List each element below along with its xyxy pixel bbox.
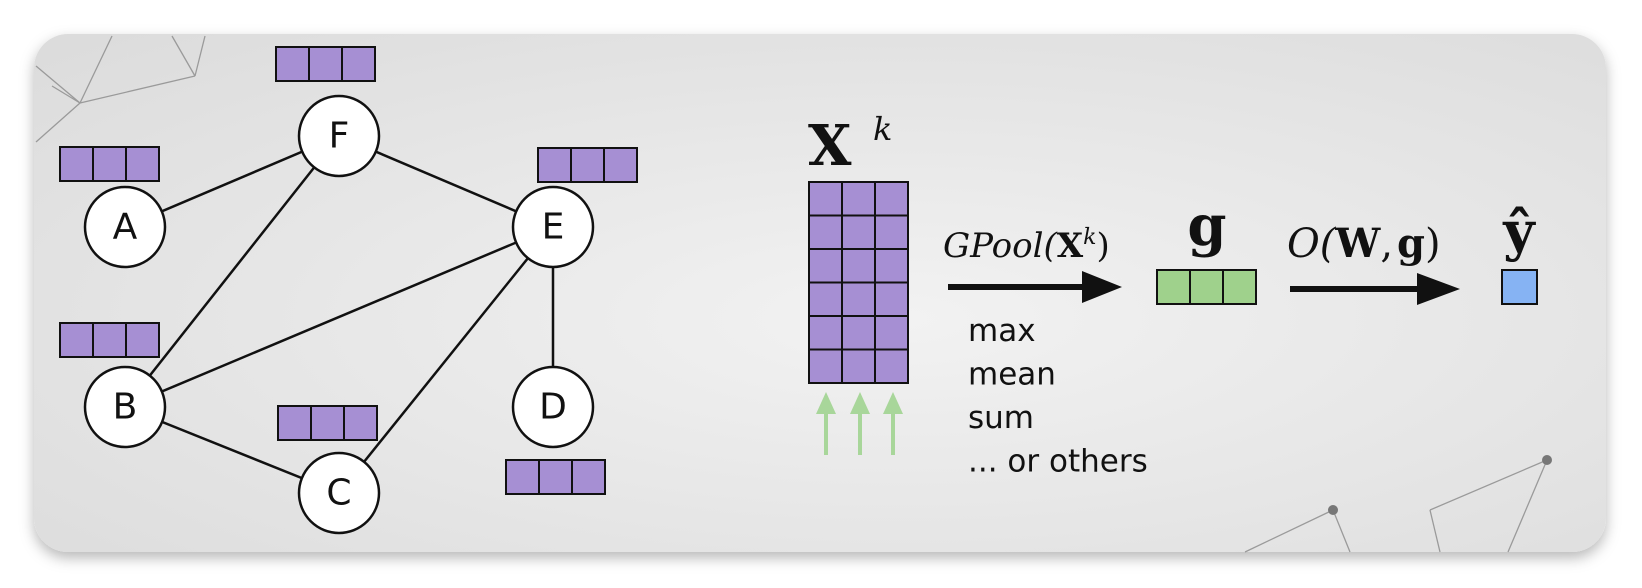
matrix-cell — [841, 315, 876, 351]
matrix-cell — [841, 248, 876, 284]
matrix-cell — [841, 181, 876, 217]
matrix-cell — [874, 348, 909, 384]
aggregation-item: mean — [968, 357, 1056, 393]
aggregation-item: ... or others — [968, 444, 1148, 480]
feature-cell-b — [125, 322, 160, 358]
matrix-cell — [808, 348, 843, 384]
prediction-cell — [1501, 269, 1538, 305]
pool-arrow-head — [1082, 271, 1122, 303]
aggregation-item: max — [968, 313, 1036, 349]
pooling-step: GPool(Xk) max mean sum ... or others — [943, 225, 1148, 480]
feature-cell-d — [538, 459, 573, 495]
matrix-cell — [841, 348, 876, 384]
node-label-a: A — [113, 207, 138, 248]
matrix-cell — [874, 248, 909, 284]
upward-arrows — [816, 392, 903, 455]
feature-cell-a — [92, 146, 127, 182]
node-label-f: F — [329, 116, 350, 157]
node-b — [83, 365, 167, 449]
aggregation-options: max mean sum ... or others — [968, 313, 1148, 480]
readout-label: O(W,g) — [1287, 220, 1441, 267]
matrix-cell — [874, 181, 909, 217]
feature-cell-c — [310, 405, 345, 441]
edge-b-e — [124, 225, 554, 409]
feature-cell-e — [603, 147, 638, 183]
node-label-d: D — [539, 387, 567, 428]
up-arrow-head — [816, 392, 836, 414]
embedding-cell — [1189, 269, 1224, 305]
node-label-e: E — [542, 207, 565, 248]
pool-label: GPool(Xk) — [943, 225, 1110, 266]
matrix-cell — [841, 281, 876, 317]
feature-cell-a — [125, 146, 160, 182]
up-arrow-head — [883, 392, 903, 414]
graph-embedding: g — [1156, 193, 1257, 305]
prediction: ŷ — [1501, 199, 1538, 305]
feature-cell-e — [570, 147, 605, 183]
feature-cell-e — [537, 147, 572, 183]
feature-cell-f — [341, 46, 376, 82]
embedding-label: g — [1187, 193, 1226, 259]
decoration-lines-top-left — [35, 35, 206, 143]
graph-nodes: A B C D E F — [83, 94, 595, 535]
feature-cell-c — [277, 405, 312, 441]
node-label-b: B — [113, 387, 138, 428]
matrix-cell — [841, 214, 876, 250]
node-c — [297, 451, 381, 535]
embedding-cell — [1222, 269, 1257, 305]
feature-cell-c — [343, 405, 378, 441]
node-feature-vectors — [59, 46, 638, 495]
node-e — [511, 185, 595, 269]
feature-cell-f — [308, 46, 343, 82]
feature-matrix: X k — [808, 110, 909, 384]
edge-c-e — [338, 226, 554, 494]
matrix-cell — [808, 214, 843, 250]
matrix-cell — [808, 315, 843, 351]
feature-cell-b — [59, 322, 94, 358]
matrix-cell — [874, 214, 909, 250]
matrix-cell — [874, 315, 909, 351]
feature-cell-b — [92, 322, 127, 358]
decoration-lines-bottom-right — [1244, 455, 1552, 553]
embedding-cell — [1156, 269, 1191, 305]
matrix-label: X — [808, 113, 852, 179]
node-f — [297, 94, 381, 178]
readout-arrow-head — [1417, 273, 1460, 305]
edge-f-b — [124, 135, 340, 408]
feature-cell-f — [275, 46, 310, 82]
matrix-cell — [808, 248, 843, 284]
matrix-cell — [808, 281, 843, 317]
matrix-cell — [808, 181, 843, 217]
node-a — [83, 185, 167, 269]
matrix-superscript: k — [873, 110, 892, 148]
up-arrow-head — [850, 392, 870, 414]
node-d — [511, 365, 595, 449]
matrix-cell — [874, 281, 909, 317]
node-label-c: C — [326, 473, 351, 514]
feature-cell-d — [505, 459, 540, 495]
feature-cell-d — [571, 459, 606, 495]
output-label: ŷ — [1502, 199, 1536, 263]
readout-step: O(W,g) — [1287, 220, 1460, 305]
aggregation-item: sum — [968, 400, 1034, 436]
feature-cell-a — [59, 146, 94, 182]
